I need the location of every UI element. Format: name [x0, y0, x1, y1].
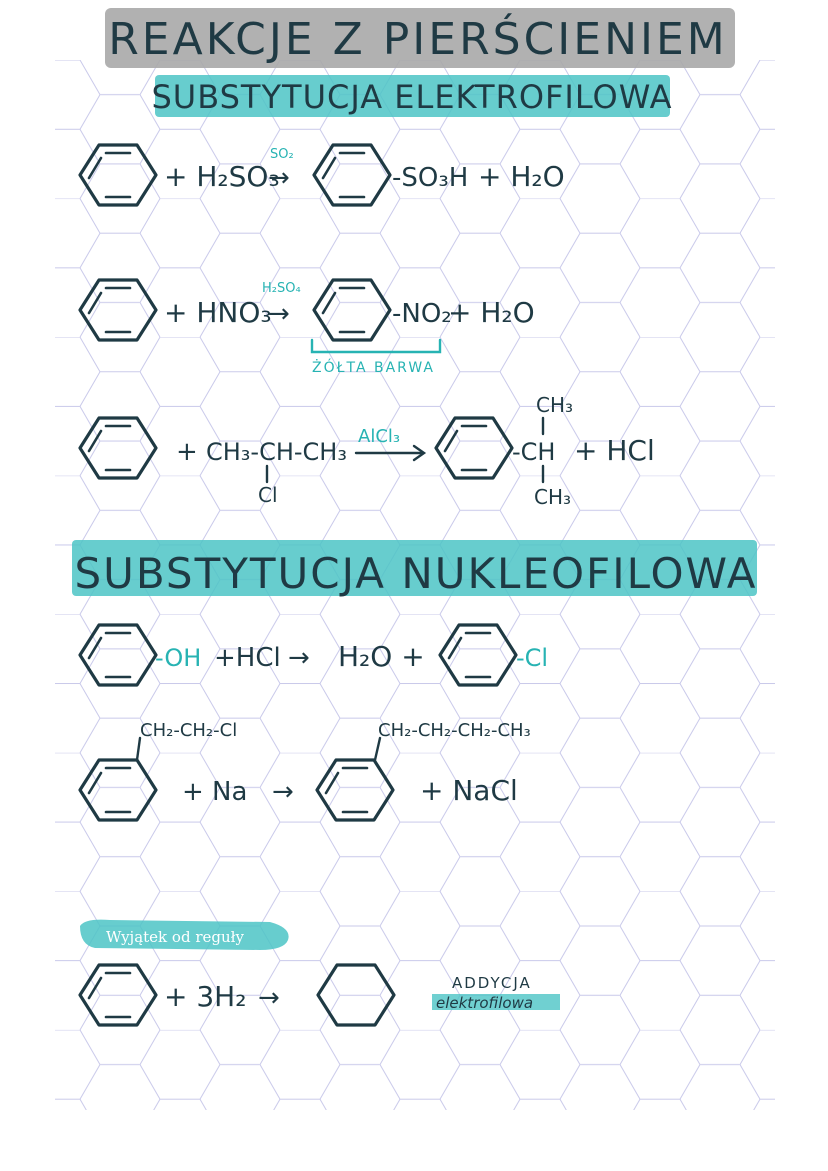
arrow: → [268, 299, 290, 329]
reaction-type-line2: elektrofilowa [436, 994, 533, 1012]
reaction-hydrogenation: + 3H₂ → ADDYCJA elektrofilowa [78, 963, 560, 1027]
title-highlight [105, 8, 735, 68]
bond [373, 736, 382, 762]
product-hcl: + HCl [574, 434, 655, 467]
substituent: -SO₃H [392, 163, 468, 193]
plus: + [176, 437, 198, 467]
substituent: -NO₂ [392, 299, 452, 329]
reagent: + 3H₂ [164, 980, 246, 1013]
chlorine: Cl [258, 483, 278, 507]
reaction-phenol-substitution: -OH +HCl → H₂O + -Cl [78, 623, 548, 687]
reaction-alkylation: + CH₃-CH-CH₃ Cl AlCl₃ CH₃ -CH + HCl CH₃ [78, 393, 655, 509]
reaction-type-highlight [432, 994, 560, 1010]
page-title: REAKCJE Z PIERŚCIENIEM [108, 12, 728, 65]
arrow: → [288, 643, 310, 673]
arrow: → [258, 983, 280, 1013]
product-water: H₂O + [338, 640, 425, 673]
arrow-head [412, 444, 427, 462]
isopropyl-ch: -CH [512, 438, 555, 466]
reagent: +HCl [214, 643, 281, 673]
alkyl-chain: CH₂-CH₂-Cl [140, 720, 237, 741]
section2-highlight [72, 540, 757, 596]
exception-highlight [80, 919, 289, 950]
chloro-group: -Cl [516, 644, 548, 672]
section1-heading: SUBSTYTUCJA ELEKTROFILOWA [151, 78, 672, 116]
reaction-sulfonation: + H₂SO₃ SO₂ → -SO₃H + H₂O [78, 143, 565, 207]
reaction-nitration: + HNO₃ H₂SO₄ → -NO₂ + H₂O ŻÓŁTA BARWA [78, 278, 535, 376]
reaction-type-line1: ADDYCJA [452, 974, 532, 992]
methyl-top: CH₃ [536, 393, 573, 417]
catalyst: AlCl₃ [358, 426, 400, 447]
arrow: → [268, 163, 290, 193]
reaction-wurtz: CH₂-CH₂-Cl + Na → CH₂-CH₂-CH₂-CH₃ + NaCl [78, 720, 531, 822]
exception-label: Wyjątek od reguły [106, 928, 244, 946]
hydroxyl-group: -OH [155, 644, 201, 672]
product-nacl: + NaCl [420, 774, 518, 807]
arrow: → [272, 777, 294, 807]
reagent: + Na [182, 777, 247, 807]
color-note: ŻÓŁTA BARWA [312, 358, 435, 376]
methyl-bottom: CH₃ [534, 485, 571, 509]
catalyst: SO₂ [270, 147, 294, 162]
reagent: + H₂SO₃ [164, 160, 280, 193]
product-chain: CH₂-CH₂-CH₂-CH₃ [378, 720, 531, 741]
bond [135, 736, 142, 762]
section1-highlight [155, 75, 670, 117]
bracket [310, 338, 442, 354]
product-water: + H₂O [478, 160, 565, 193]
product-water: + H₂O [448, 296, 535, 329]
alkyl-chain: CH₃-CH-CH₃ [206, 438, 347, 466]
section2-heading: SUBSTYTUCJA NUKLEOFILOWA [74, 549, 757, 598]
reagent: + HNO₃ [164, 296, 272, 329]
catalyst: H₂SO₄ [262, 281, 301, 296]
